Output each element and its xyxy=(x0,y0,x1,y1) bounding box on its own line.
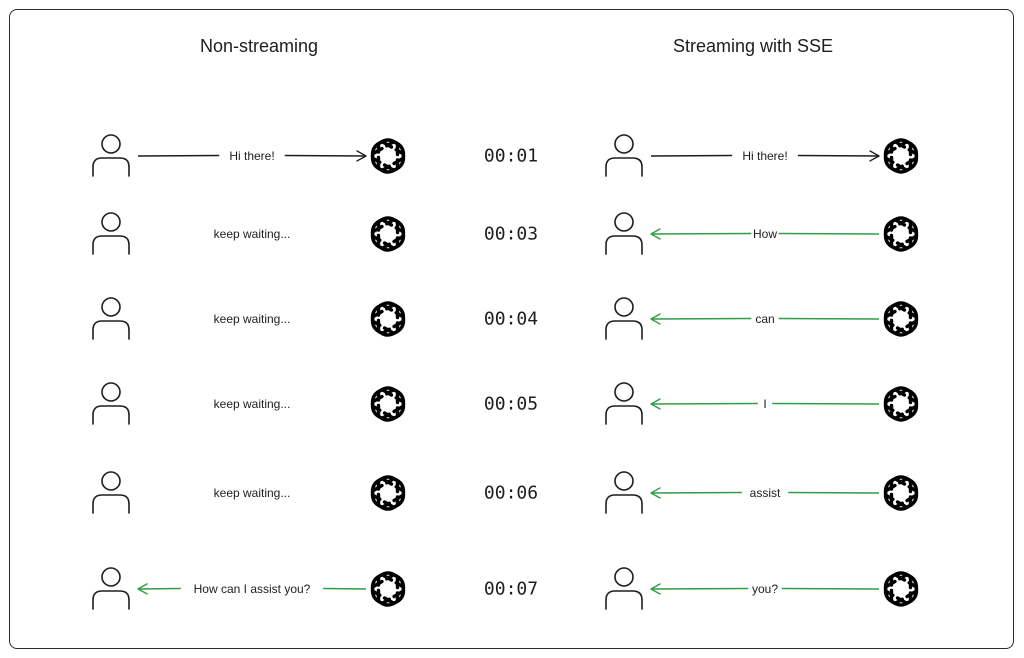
openai-logo-icon xyxy=(882,218,919,250)
openai-logo-icon xyxy=(882,573,919,605)
openai-logo-icon xyxy=(882,388,919,420)
openai-logo-icon xyxy=(369,140,406,172)
user-icon xyxy=(605,134,643,177)
openai-logo-icon xyxy=(369,303,406,335)
right-row-5: assist xyxy=(605,471,920,514)
timestamp: 00:04 xyxy=(484,309,538,330)
right-message-label: Hi there! xyxy=(742,149,787,163)
right-row-3: can xyxy=(605,297,920,340)
openai-logo-icon xyxy=(369,388,406,420)
response-arrow-line xyxy=(781,587,880,590)
user-icon xyxy=(92,471,130,514)
user-icon xyxy=(605,297,643,340)
right-row-6: you? xyxy=(605,567,920,610)
request-arrow-line xyxy=(137,154,220,157)
left-row-4: keep waiting... xyxy=(92,382,407,425)
response-arrow-line xyxy=(778,317,880,320)
streaming-title: Streaming with SSE xyxy=(672,36,834,56)
user-icon xyxy=(92,212,130,255)
user-icon xyxy=(605,471,643,514)
user-icon xyxy=(92,567,130,610)
response-arrow-line xyxy=(778,232,880,235)
right-message-label: How xyxy=(753,227,777,241)
right-message-label: I xyxy=(763,397,766,411)
right-row-4: I xyxy=(605,382,920,425)
user-icon xyxy=(605,382,643,425)
left-message-label: Hi there! xyxy=(229,149,274,163)
openai-logo-icon xyxy=(369,477,406,509)
right-message-label: assist xyxy=(750,486,781,500)
left-message-label: keep waiting... xyxy=(214,227,291,241)
left-message-label: keep waiting... xyxy=(214,397,291,411)
left-row-6: How can I assist you? xyxy=(92,567,407,610)
timestamp: 00:06 xyxy=(484,483,538,504)
timestamp: 00:05 xyxy=(484,394,538,415)
openai-logo-icon xyxy=(882,303,919,335)
left-row-3: keep waiting... xyxy=(92,297,407,340)
response-arrow-head xyxy=(137,583,181,595)
user-icon xyxy=(605,567,643,610)
left-message-label: How can I assist you? xyxy=(194,582,311,596)
left-row-2: keep waiting... xyxy=(92,212,407,255)
user-icon xyxy=(92,382,130,425)
openai-logo-icon xyxy=(882,477,919,509)
timestamp: 00:03 xyxy=(484,224,538,245)
non-streaming-title: Non-streaming xyxy=(199,36,319,56)
left-message-label: keep waiting... xyxy=(214,486,291,500)
openai-logo-icon xyxy=(882,140,919,172)
right-message-label: can xyxy=(755,312,774,326)
right-message-label: you? xyxy=(752,582,778,596)
right-row-1: Hi there! xyxy=(605,134,920,177)
left-row-5: keep waiting... xyxy=(92,471,407,514)
response-arrow-line xyxy=(772,402,880,405)
response-arrow-head xyxy=(650,228,752,240)
left-message-label: keep waiting... xyxy=(214,312,291,326)
right-row-2: How xyxy=(605,212,920,255)
request-arrow-line xyxy=(650,154,733,157)
response-arrow-head xyxy=(650,313,752,325)
left-row-1: Hi there! xyxy=(92,134,407,177)
user-icon xyxy=(92,297,130,340)
openai-logo-icon xyxy=(369,573,406,605)
diagram-frame xyxy=(9,9,1014,649)
user-icon xyxy=(92,134,130,177)
openai-logo-icon xyxy=(369,218,406,250)
response-arrow-head xyxy=(650,583,749,595)
request-arrow-head xyxy=(284,150,367,162)
response-arrow-head xyxy=(650,487,742,499)
user-icon xyxy=(605,212,643,255)
timestamp: 00:01 xyxy=(484,146,538,167)
response-arrow-head xyxy=(650,398,758,410)
timestamp: 00:07 xyxy=(484,579,538,600)
request-arrow-head xyxy=(797,150,880,162)
response-arrow-line xyxy=(323,587,367,590)
response-arrow-line xyxy=(788,491,880,494)
